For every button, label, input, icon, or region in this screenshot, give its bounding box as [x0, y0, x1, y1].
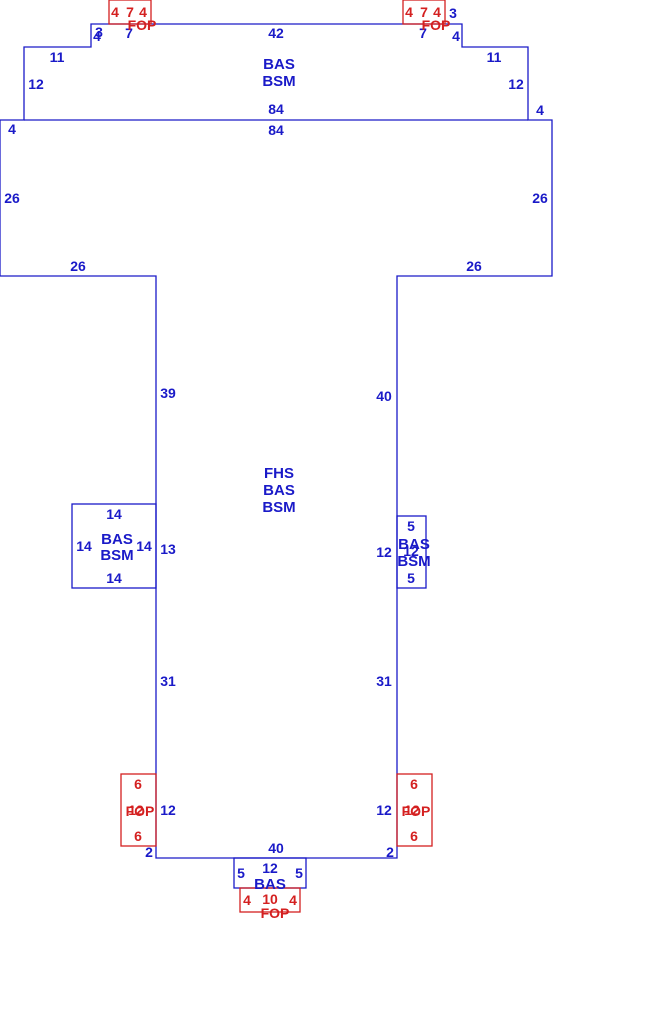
porch-right-code: FOP: [402, 803, 431, 819]
porch-bottom-outline: [239, 887, 301, 913]
porch-top-right-dim-3: 4: [433, 4, 441, 20]
dim-main-corner-right: 2: [386, 844, 394, 860]
right-bay-dim-side: 12: [403, 543, 419, 559]
left-bay-dim-bottom: 14: [106, 570, 122, 586]
right-bay-dim-top: 5: [407, 518, 415, 534]
porch-top-left-outline: [108, 0, 152, 25]
dim-top-small-right: 3: [449, 5, 457, 21]
left-bay-outline: [71, 503, 157, 589]
dim-cross-bottom-right: 26: [466, 258, 482, 274]
porch-top-right-outline: [402, 0, 446, 25]
porch-right-dim-bottom: 6: [410, 828, 418, 844]
bottom-bay-dim-top: 12: [262, 860, 278, 876]
dim-top-corner-left: 4: [93, 28, 101, 44]
dim-main-left-upper: 39: [160, 385, 176, 401]
porch-bottom-code: FOP: [261, 905, 290, 921]
dim-main-left-lower: 31: [160, 673, 176, 689]
dim-step-left: 11: [50, 49, 65, 65]
bottom-bay-dim-right: 5: [295, 865, 303, 881]
porch-top-left-dim-2: 7: [126, 4, 134, 20]
dim-cross-side-right: 26: [532, 190, 548, 206]
porch-left-dim-side: 12: [128, 802, 144, 818]
dim-top-side-left: 12: [28, 76, 44, 92]
porch-top-right-code: FOP: [422, 17, 451, 33]
porch-right-outline: [396, 773, 433, 847]
porch-left-outline: [120, 773, 157, 847]
bottom-bay-dim-left: 5: [237, 865, 245, 881]
left-bay-dim-left: 14: [76, 538, 92, 554]
main-area-code-1: FHS: [264, 465, 294, 482]
dim-cross-bottom-left: 26: [70, 258, 86, 274]
dim-main-right-mid: 12: [376, 544, 392, 560]
top-area-code-2: BSM: [262, 73, 295, 90]
dim-main-left-mid: 13: [160, 541, 176, 557]
left-bay-dim-top: 14: [106, 506, 122, 522]
porch-right-dim-side: 12: [404, 802, 420, 818]
dim-step-right: 11: [487, 49, 502, 65]
dim-top-corner-right: 4: [452, 28, 460, 44]
porch-top-left-code: FOP: [128, 17, 157, 33]
dim-main-right-upper: 40: [376, 388, 392, 404]
right-bay-code-2: BSM: [397, 553, 430, 570]
main-area-code-3: BSM: [262, 499, 295, 516]
right-bay-code-1: BAS: [398, 536, 430, 553]
top-area-code-1: BAS: [263, 56, 295, 73]
porch-top-left-dim-1: 4: [111, 4, 119, 20]
porch-top-left-dim-3: 4: [139, 4, 147, 20]
dim-main-bottom: 40: [268, 840, 284, 856]
dim-top-inner-right: 7: [419, 25, 427, 41]
porch-left-dim-top: 6: [134, 776, 142, 792]
dim-top-bottom: 84: [268, 101, 284, 117]
left-bay-dim-right: 14: [136, 538, 152, 554]
bottom-bay-code: BAS: [254, 876, 286, 893]
right-bay-dim-bottom: 5: [407, 570, 415, 586]
porch-bottom-dim-left: 4: [243, 892, 251, 908]
left-bay-code-2: BSM: [100, 547, 133, 564]
porch-top-right-dim-1: 4: [405, 4, 413, 20]
porch-bottom-dim-mid: 10: [262, 891, 278, 907]
right-bay-outline: [396, 515, 427, 589]
dim-top-side-right: 12: [508, 76, 524, 92]
porch-bottom-dim-right: 4: [289, 892, 297, 908]
dim-main-right-lower: 31: [376, 673, 392, 689]
dim-cross-corner-right: 4: [536, 102, 544, 118]
dim-top-inner-left: 7: [125, 25, 133, 41]
porch-left-dim-bottom: 6: [134, 828, 142, 844]
porch-right-dim-top: 6: [410, 776, 418, 792]
left-bay-code-1: BAS: [101, 531, 133, 548]
dim-main-corner-left: 2: [145, 844, 153, 860]
main-area-code-2: BAS: [263, 482, 295, 499]
dim-cross-side-left: 26: [4, 190, 20, 206]
dim-main-right-bottom: 12: [376, 802, 392, 818]
porch-left-code: FOP: [126, 803, 155, 819]
dim-cross-top: 84: [268, 122, 284, 138]
porch-top-right-dim-2: 7: [420, 4, 428, 20]
dim-top-small-left: 3: [95, 24, 103, 40]
dim-top-width: 42: [268, 25, 284, 41]
dim-cross-corner-left: 4: [8, 121, 16, 137]
dim-main-left-bottom: 12: [160, 802, 176, 818]
main-building-outline: [0, 23, 553, 859]
